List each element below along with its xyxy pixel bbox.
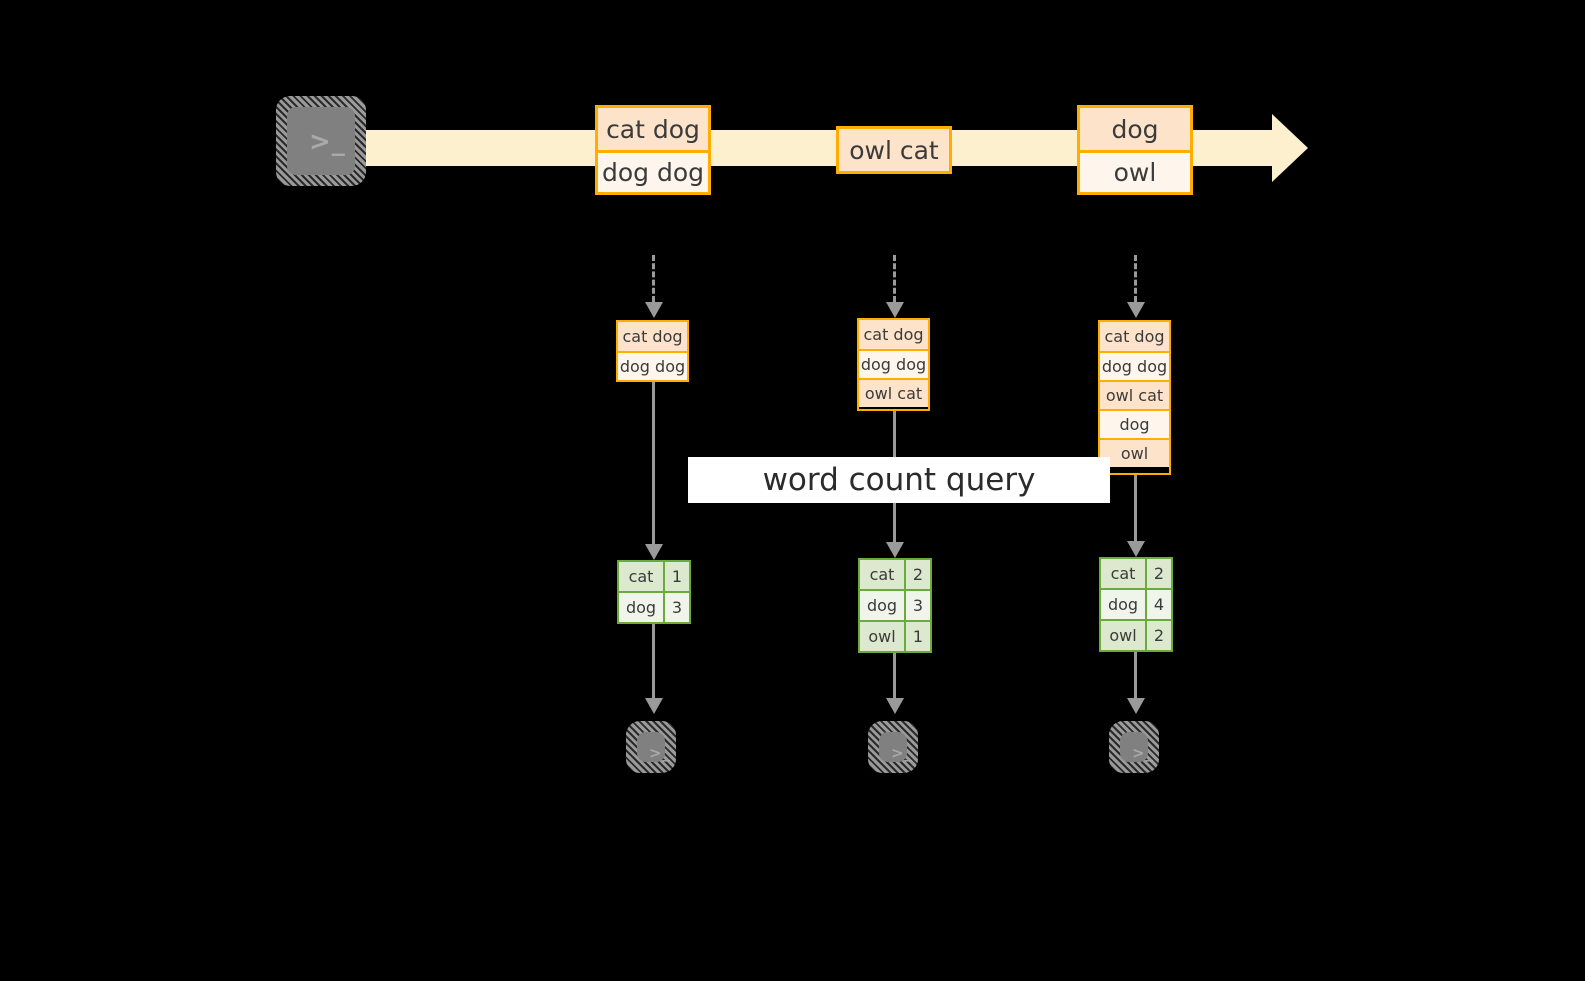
connector-arrowhead xyxy=(1126,302,1145,318)
source-terminal-icon[interactable]: >_ xyxy=(276,96,366,186)
connector-arrowhead xyxy=(644,544,663,560)
result-count: 2 xyxy=(1145,559,1171,588)
result-count: 2 xyxy=(904,560,930,589)
terminal-body xyxy=(637,732,665,762)
query-label-text: word count query xyxy=(762,462,1036,498)
result-row: dog 3 xyxy=(619,591,689,622)
connector-line xyxy=(1134,475,1137,541)
result-key: cat xyxy=(860,560,904,589)
result-row: owl 1 xyxy=(860,620,930,651)
buffer-row: owl xyxy=(1100,438,1169,467)
result-row: dog 3 xyxy=(860,589,930,620)
result-table-1[interactable]: cat 1 dog 3 xyxy=(617,560,691,624)
buffer-row: dog dog xyxy=(1100,351,1169,380)
terminal-body xyxy=(1120,732,1148,762)
buffer-row: cat dog xyxy=(618,322,687,351)
terminal-body xyxy=(879,732,907,762)
result-count: 2 xyxy=(1145,621,1171,650)
sink-terminal-icon-1[interactable]: >_ xyxy=(626,721,676,773)
stream-event-group-1[interactable]: cat dog dog dog xyxy=(595,105,711,195)
terminal-prompt-glyph: >_ xyxy=(649,744,672,762)
result-row: cat 1 xyxy=(619,562,689,591)
connector-arrowhead xyxy=(1126,541,1145,557)
stream-event-line: owl cat xyxy=(839,129,949,171)
result-row: cat 2 xyxy=(1101,559,1171,588)
result-key: dog xyxy=(1101,590,1145,619)
stream-event-group-2[interactable]: owl cat xyxy=(836,126,952,174)
result-key: owl xyxy=(860,622,904,651)
buffer-stack-1[interactable]: cat dog dog dog xyxy=(616,320,689,382)
result-table-3[interactable]: cat 2 dog 4 owl 2 xyxy=(1099,557,1173,652)
result-count: 3 xyxy=(904,591,930,620)
buffer-row: cat dog xyxy=(1100,322,1169,351)
stream-arrow-head xyxy=(1272,114,1308,182)
terminal-body xyxy=(287,107,355,175)
stream-event-line: owl xyxy=(1080,150,1190,192)
buffer-row: dog xyxy=(1100,409,1169,438)
connector-line xyxy=(652,622,655,698)
result-row: cat 2 xyxy=(860,560,930,589)
result-count: 1 xyxy=(663,562,689,591)
stream-event-line: dog xyxy=(1080,108,1190,150)
connector-line xyxy=(893,255,896,302)
connector-arrowhead xyxy=(885,698,904,714)
stream-event-line: dog dog xyxy=(598,150,708,192)
buffer-row: owl cat xyxy=(1100,380,1169,409)
connector-arrowhead xyxy=(644,698,663,714)
sink-terminal-icon-3[interactable]: >_ xyxy=(1109,721,1159,773)
result-count: 1 xyxy=(904,622,930,651)
result-key: dog xyxy=(860,591,904,620)
connector-arrowhead xyxy=(1126,698,1145,714)
stream-event-line: cat dog xyxy=(598,108,708,150)
connector-line xyxy=(652,382,655,544)
stream-event-group-3[interactable]: dog owl xyxy=(1077,105,1193,195)
result-key: dog xyxy=(619,593,663,622)
query-label-band: word count query xyxy=(688,457,1110,503)
result-key: cat xyxy=(1101,559,1145,588)
result-row: dog 4 xyxy=(1101,588,1171,619)
connector-line xyxy=(1134,650,1137,698)
result-row: owl 2 xyxy=(1101,619,1171,650)
connector-arrowhead xyxy=(644,302,663,318)
terminal-prompt-glyph: >_ xyxy=(1132,744,1155,762)
sink-terminal-icon-2[interactable]: >_ xyxy=(868,721,918,773)
result-count: 4 xyxy=(1145,590,1171,619)
result-table-2[interactable]: cat 2 dog 3 owl 1 xyxy=(858,558,932,653)
buffer-row: dog dog xyxy=(618,351,687,380)
connector-line xyxy=(652,255,655,302)
connector-arrowhead xyxy=(885,542,904,558)
buffer-row: cat dog xyxy=(859,320,928,349)
buffer-row: dog dog xyxy=(859,349,928,378)
result-count: 3 xyxy=(663,593,689,622)
buffer-stack-2[interactable]: cat dog dog dog owl cat xyxy=(857,318,930,411)
result-key: cat xyxy=(619,562,663,591)
terminal-prompt-glyph: >_ xyxy=(309,127,346,157)
buffer-row: owl cat xyxy=(859,378,928,407)
terminal-prompt-glyph: >_ xyxy=(891,744,914,762)
connector-arrowhead xyxy=(885,302,904,318)
connector-line xyxy=(1134,255,1137,302)
buffer-stack-3[interactable]: cat dog dog dog owl cat dog owl xyxy=(1098,320,1171,475)
connector-line xyxy=(893,651,896,698)
result-key: owl xyxy=(1101,621,1145,650)
